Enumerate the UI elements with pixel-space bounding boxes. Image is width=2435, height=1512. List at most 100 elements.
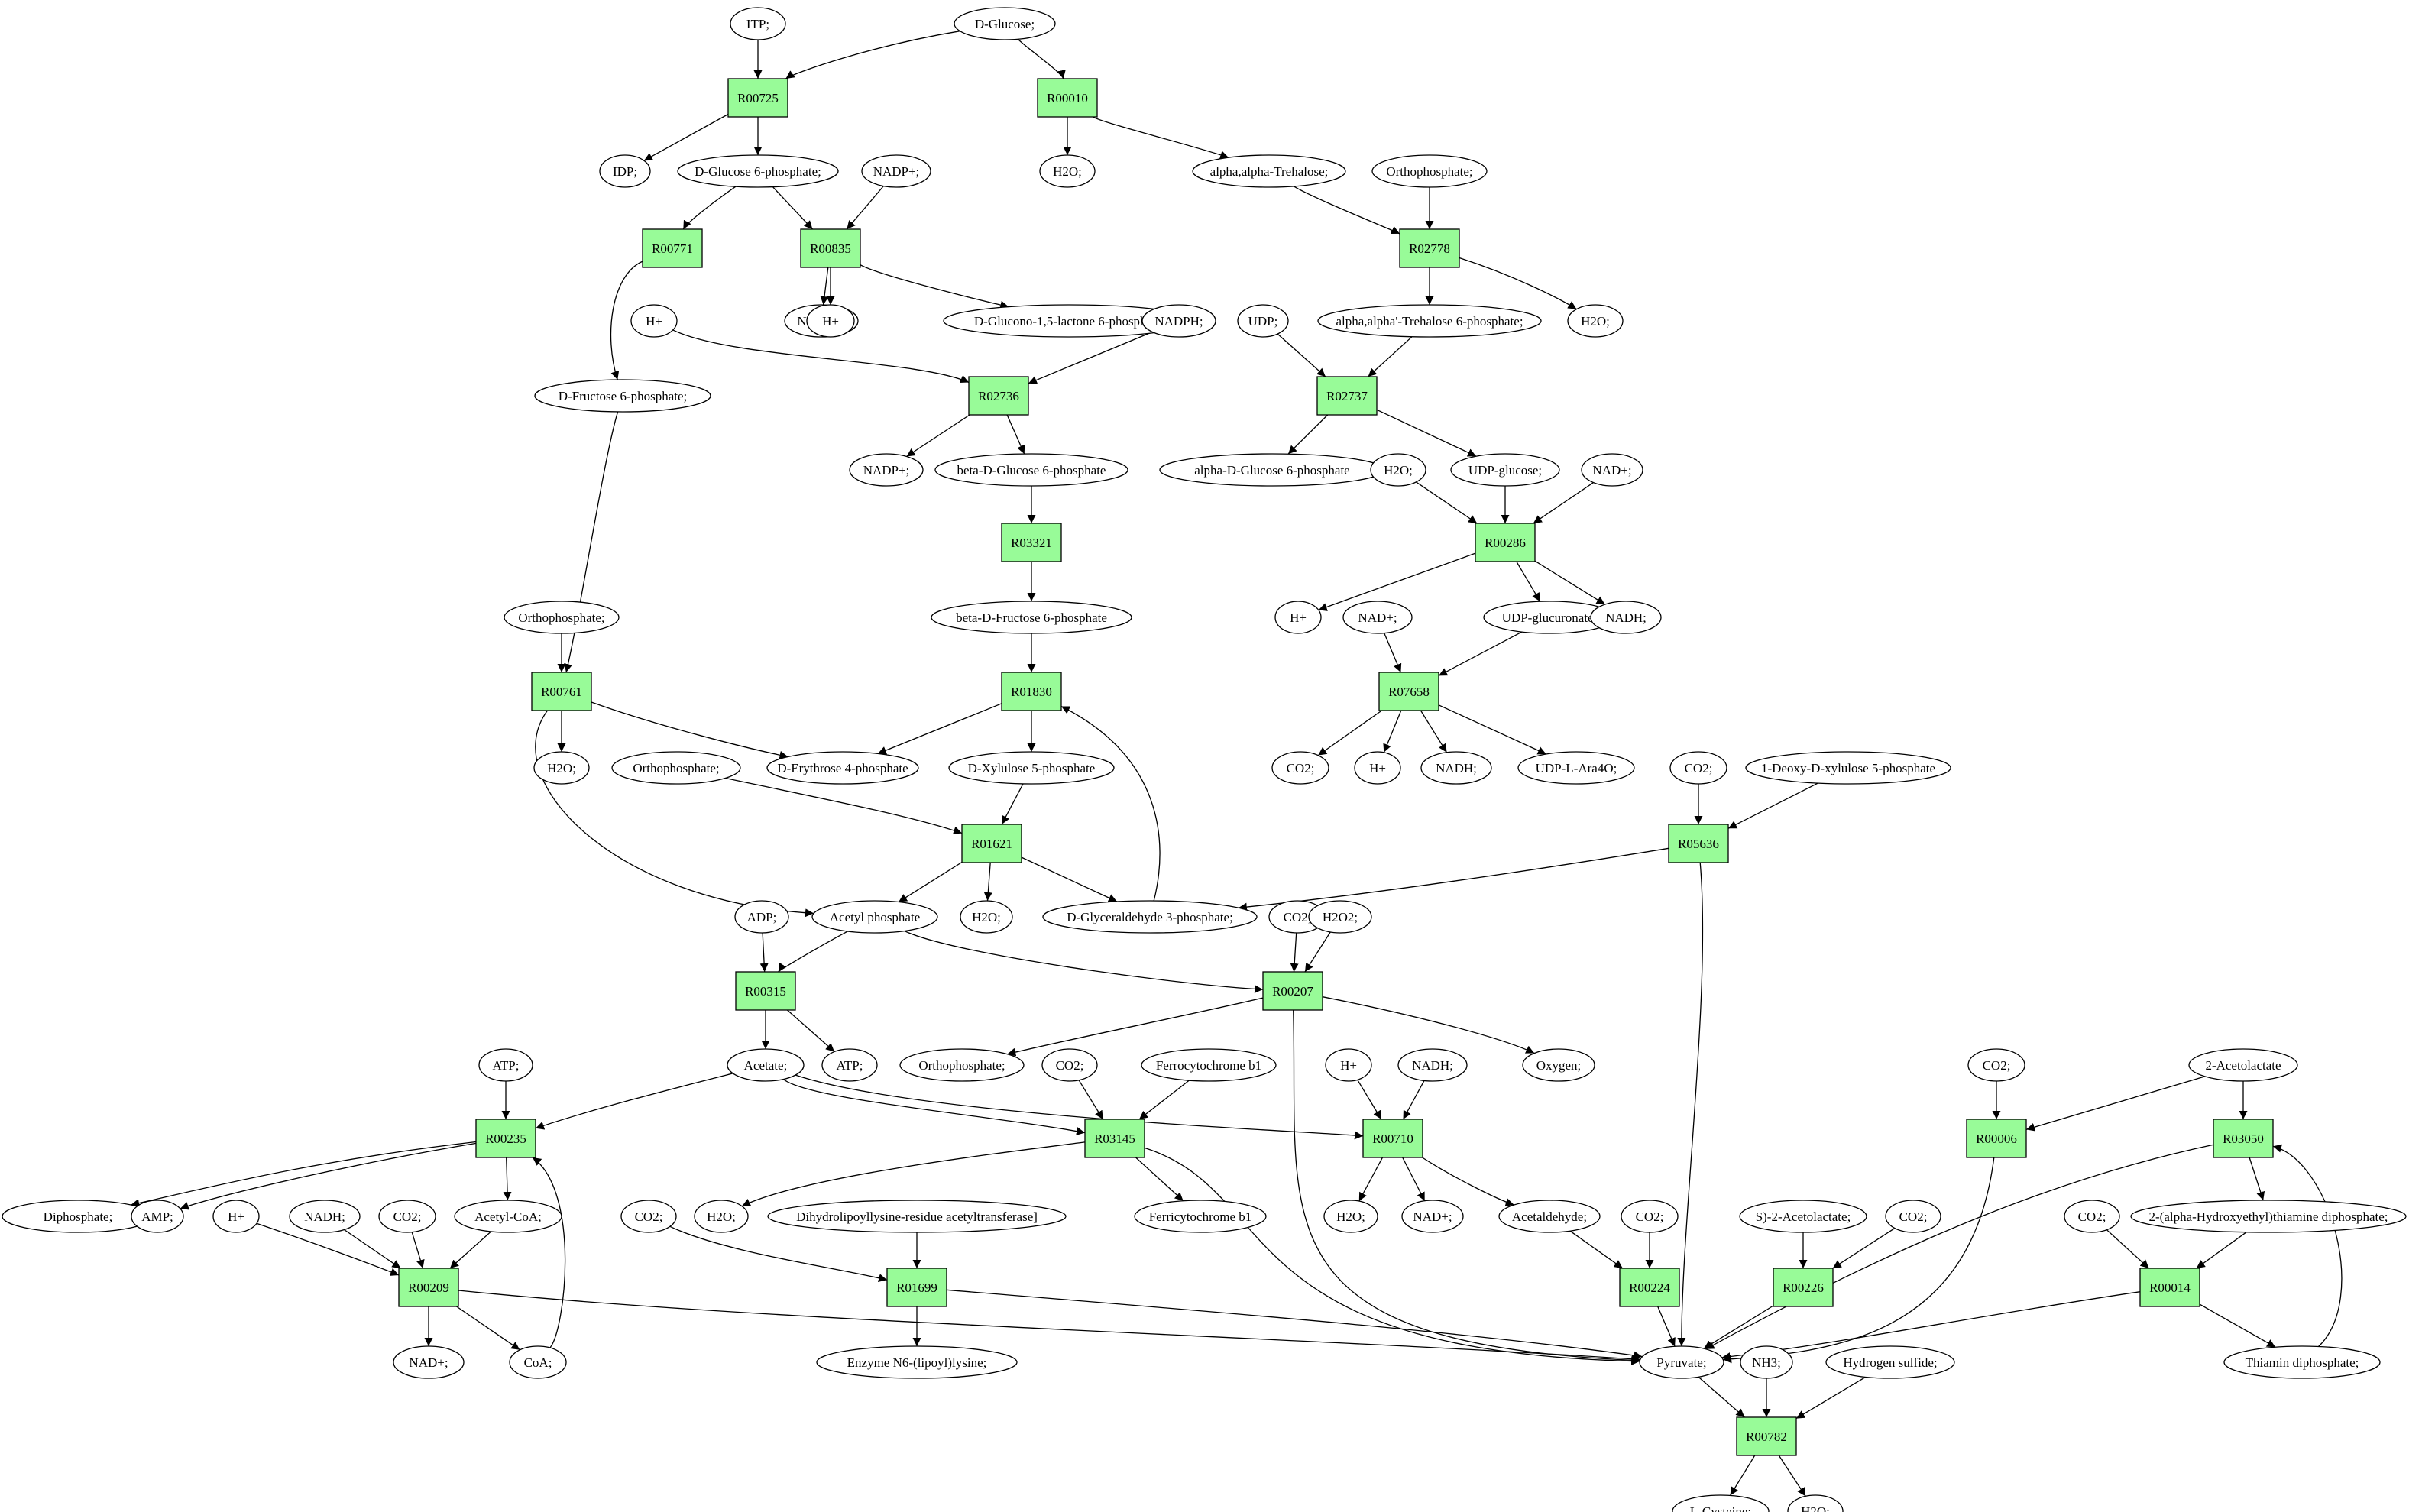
- reaction-box: [886, 1268, 947, 1307]
- reaction-node: R00286: [1475, 523, 1536, 562]
- reaction-node: R07658: [1378, 672, 1439, 711]
- edge-arrow: [669, 1225, 888, 1282]
- compound-node: H+: [1354, 751, 1401, 785]
- compound-label: Acetyl phosphate: [830, 910, 921, 924]
- compound-node: D-Erythrose 4-phosphate: [766, 751, 919, 785]
- edge-arrow: [1376, 409, 1477, 457]
- compound-label: H2O;: [972, 910, 1001, 924]
- compound-node: NAD+;: [393, 1345, 465, 1379]
- compound-node: H2O;: [960, 900, 1013, 934]
- edge-arrow: [1533, 482, 1594, 524]
- compound-node: H2O2;: [1308, 900, 1372, 934]
- compound-label: NADP+;: [863, 463, 910, 478]
- compound-label: Dihydrolipoyllysine-residue acetyltransf…: [796, 1209, 1038, 1224]
- compound-label: 2-Acetolactate: [2205, 1058, 2281, 1073]
- compound-node: D-Xylulose 5-phosphate: [948, 751, 1115, 785]
- compound-ellipse: [821, 1048, 878, 1082]
- reaction-label: R07658: [1388, 685, 1430, 699]
- compound-ellipse: [1739, 1200, 1867, 1233]
- compound-ellipse: [734, 900, 789, 934]
- edge-arrow: [1832, 1228, 1896, 1269]
- compound-node: beta-D-Glucose 6-phosphate: [934, 453, 1128, 487]
- compound-ellipse: [2130, 1200, 2407, 1233]
- compound-label: CO2;: [1685, 761, 1713, 775]
- compound-node: H2O;: [694, 1200, 749, 1233]
- compound-label: H2O2;: [1323, 910, 1358, 924]
- edge-arrow: [820, 267, 829, 306]
- compound-ellipse: [1325, 1048, 1372, 1082]
- compound-label: NAD+;: [1413, 1209, 1452, 1224]
- compound-node: Orthophosphate;: [1371, 154, 1488, 188]
- reaction-node: R01699: [886, 1268, 947, 1307]
- compound-node: 1-Deoxy-D-xylulose 5-phosphate: [1745, 751, 1951, 785]
- compound-ellipse: [289, 1200, 361, 1233]
- edge-arrow: [1727, 782, 1818, 829]
- edge-arrow: [782, 1079, 1086, 1135]
- compound-label: Oxygen;: [1536, 1058, 1582, 1073]
- compound-label: CO2;: [635, 1209, 663, 1224]
- compound-node: ITP;: [730, 7, 786, 40]
- compound-node: H2O;: [1567, 304, 1624, 338]
- compound-label: D-Glucose 6-phosphate;: [695, 164, 821, 179]
- reaction-box: [1619, 1268, 1680, 1307]
- reaction-box: [1316, 376, 1378, 416]
- compound-ellipse: [131, 1200, 184, 1233]
- reaction-node: R05636: [1668, 824, 1729, 863]
- compound-ellipse: [1450, 453, 1560, 487]
- reaction-label: R00761: [541, 685, 582, 699]
- reaction-node: R00725: [727, 78, 788, 118]
- compound-ellipse: [1745, 751, 1951, 785]
- compound-label: Diphosphate;: [44, 1209, 113, 1224]
- compound-node: D-Glyceraldehyde 3-phosphate;: [1042, 900, 1258, 934]
- compound-node: alpha-D-Glucose 6-phosphate: [1159, 453, 1385, 487]
- reaction-label: R00014: [2149, 1281, 2191, 1295]
- compound-node: CO2;: [620, 1200, 677, 1233]
- compound-label: CO2;: [1636, 1209, 1664, 1224]
- edge-arrow: [2106, 1229, 2150, 1269]
- compound-ellipse: [1420, 751, 1492, 785]
- edge-arrow: [1402, 1080, 1425, 1120]
- edge-arrow: [983, 862, 992, 902]
- compound-label: D-Glucose;: [975, 17, 1035, 31]
- compound-label: H+: [228, 1209, 244, 1224]
- compound-label: Pyruvate;: [1656, 1355, 1706, 1370]
- compound-node: H+: [1274, 601, 1322, 634]
- reaction-node: R00315: [735, 971, 796, 1011]
- compound-ellipse: [727, 1048, 805, 1082]
- reaction-label: R00010: [1047, 91, 1088, 105]
- compound-label: NAD+;: [1592, 463, 1631, 478]
- edge-arrow: [1001, 783, 1024, 825]
- compound-ellipse: [1522, 1048, 1595, 1082]
- edge-arrow: [256, 1222, 400, 1276]
- edge-arrow: [535, 1073, 733, 1130]
- compound-node: UDP-glucuronate;: [1483, 601, 1616, 634]
- reaction-box: [1399, 228, 1460, 268]
- edge-arrow: [1358, 1157, 1384, 1202]
- compound-node: CO2;: [1885, 1200, 1941, 1233]
- compound-ellipse: [1672, 1494, 1770, 1512]
- compound-node: Ferricytochrome b1: [1134, 1200, 1267, 1233]
- compound-label: H2O;: [707, 1209, 736, 1224]
- compound-label: alpha,alpha'-Trehalose 6-phosphate;: [1336, 314, 1523, 329]
- compound-label: Ferrocytochrome b1: [1156, 1058, 1261, 1073]
- compound-ellipse: [1669, 751, 1727, 785]
- compound-node: UDP-L-Ara4O;: [1517, 751, 1635, 785]
- compound-label: UDP-L-Ara4O;: [1536, 761, 1617, 775]
- compound-label: H+: [822, 314, 839, 329]
- compound-ellipse: [1042, 900, 1258, 934]
- edge-arrow: [2249, 1157, 2265, 1201]
- compound-label: ITP;: [746, 17, 769, 31]
- compound-ellipse: [1371, 154, 1488, 188]
- reaction-label: R00224: [1629, 1281, 1670, 1295]
- compound-ellipse: [534, 379, 711, 413]
- compound-ellipse: [1581, 453, 1643, 487]
- compound-node: Dihydrolipoyllysine-residue acetyltransf…: [767, 1200, 1067, 1233]
- compound-ellipse: [806, 304, 855, 338]
- compound-label: CO2;: [1983, 1058, 2011, 1073]
- compound-node: alpha,alpha-Trehalose;: [1192, 154, 1346, 188]
- compound-ellipse: [954, 7, 1056, 40]
- compound-node: CO2;: [1669, 751, 1727, 785]
- reaction-box: [1362, 1119, 1423, 1158]
- edge-arrow: [2272, 1144, 2343, 1347]
- reaction-label: R00207: [1272, 984, 1313, 999]
